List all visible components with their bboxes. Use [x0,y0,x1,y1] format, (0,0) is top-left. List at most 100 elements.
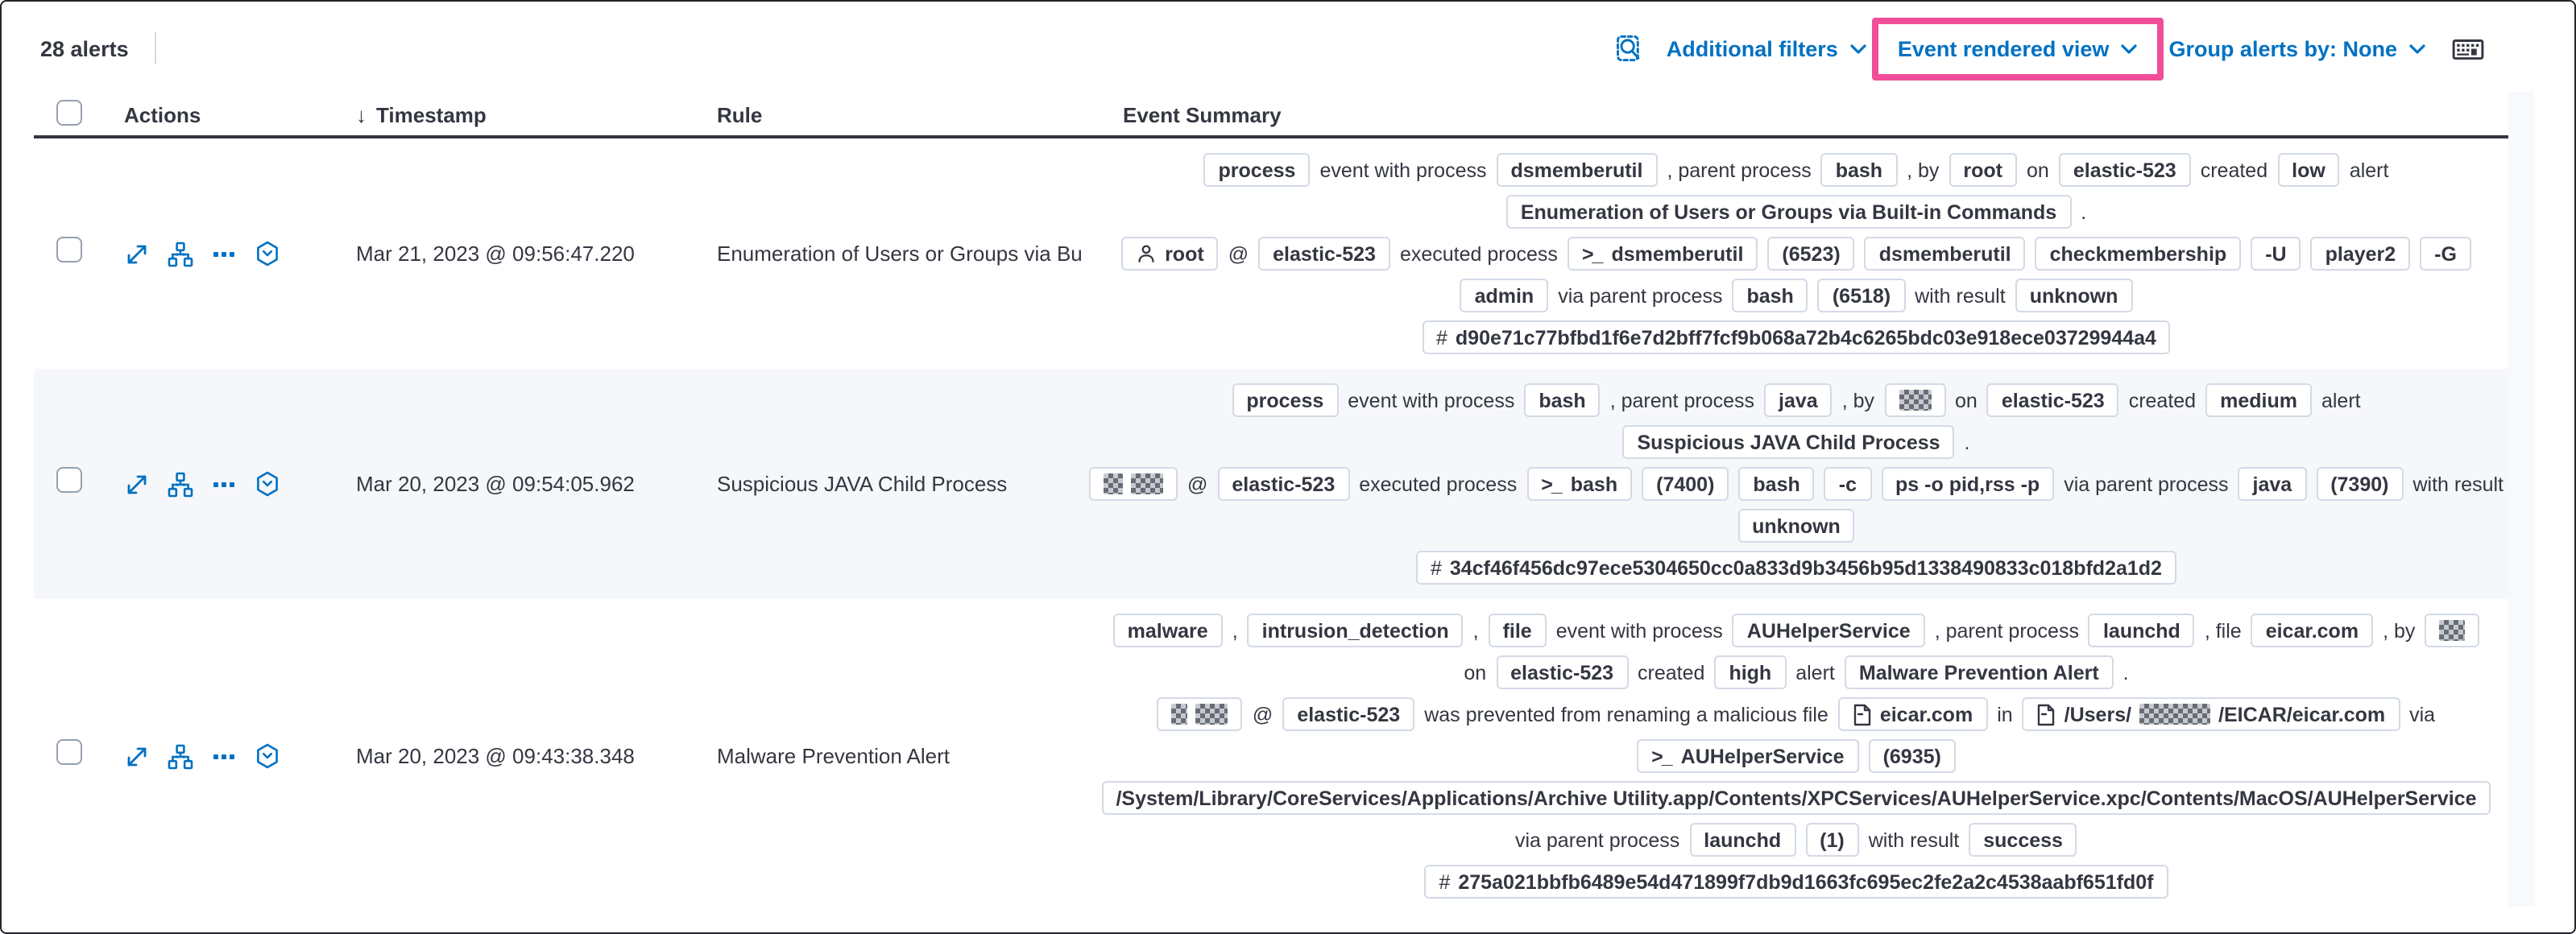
event-field-badge[interactable]: AUHelperService [1732,614,1925,647]
event-field-badge[interactable]: eicar.com [1837,697,1988,731]
open-session-view-button[interactable] [255,240,280,267]
event-field-badge[interactable]: eicar.com [2251,614,2374,647]
alert-timestamp: Mar 21, 2023 @ 09:56:47.220 [356,242,635,266]
event-field-badge[interactable]: #34cf46f456dc97ece5304650cc0a833d9b3456b… [1416,551,2176,585]
event-field-badge[interactable] [1884,383,1945,417]
column-header-timestamp[interactable]: ↓Timestamp [356,103,487,127]
event-field-badge[interactable]: root [1949,153,2018,187]
summary-line: #d90e71c77bfbd1f6e7d2bff7fcf9b068a72b4c6… [1422,320,2171,354]
event-field-badge[interactable]: (6935) [1868,739,1956,773]
event-field-badge[interactable]: bash [1820,153,1898,187]
event-field-badge[interactable]: success [1969,823,2077,857]
column-header-event-summary: Event Summary [1123,103,1282,127]
event-field-badge[interactable]: Malware Prevention Alert [1844,655,2114,689]
open-session-view-button[interactable] [255,470,280,498]
event-field-badge[interactable]: Enumeration of Users or Groups via Built… [1505,195,2072,229]
event-field-badge[interactable] [1157,697,1243,731]
analyze-event-button[interactable] [168,743,193,769]
event-field-badge[interactable]: bash [1738,467,1815,501]
open-session-view-button[interactable] [255,742,280,770]
row-checkbox[interactable] [56,467,82,493]
event-field-badge[interactable]: high [1714,655,1787,689]
event-field-badge[interactable] [1088,467,1178,501]
redacted-value [2439,620,2466,641]
event-field-badge[interactable]: Suspicious JAVA Child Process [1622,425,1955,459]
event-field-badge[interactable]: file [1488,614,1547,647]
event-field-badge[interactable]: java [1764,383,1833,417]
event-field-badge[interactable]: dsmemberutil [1864,237,2026,271]
event-field-badge[interactable]: intrusion_detection [1247,614,1464,647]
event-field-badge[interactable]: elastic-523 [1986,383,2119,417]
summary-text: with result [1868,829,1960,851]
event-field-badge[interactable]: unknown [2015,279,2133,312]
event-field-badge[interactable]: process [1203,153,1311,187]
event-field-badge[interactable]: (7390) [2316,467,2404,501]
event-field-badge[interactable]: -c [1824,467,1872,501]
event-field-badge[interactable]: admin [1460,279,1549,312]
vertical-scrollbar[interactable] [2508,92,2534,907]
summary-text: via parent process [2064,473,2229,495]
event-field-badge[interactable]: (1) [1805,823,1859,857]
event-field-badge[interactable]: malware [1112,614,1223,647]
event-field-badge[interactable]: process [1232,383,1339,417]
event-field-badge[interactable]: elastic-523 [1258,237,1390,271]
event-field-badge[interactable]: bash [1524,383,1601,417]
event-field-badge[interactable]: >_AUHelperService [1637,739,1859,773]
expand-alert-button[interactable] [124,743,150,769]
redacted-value [1899,390,1931,411]
event-field-badge[interactable]: elastic-523 [1282,697,1415,731]
event-field-badge[interactable]: -G [2420,237,2471,271]
event-field-badge[interactable]: launchd [2088,614,2195,647]
summary-text: . [2123,661,2129,684]
event-field-badge[interactable]: java [2238,467,2307,501]
event-field-badge[interactable]: ps -o pid,rss -p [1881,467,2055,501]
view-selector-highlight: Event rendered view [1871,17,2164,80]
event-field-badge[interactable]: launchd [1689,823,1796,857]
row-checkbox[interactable] [56,739,82,765]
event-field-badge[interactable]: #275a021bbfb6489e54d471899f7db9d1663fc69… [1424,865,2168,899]
more-actions-button[interactable] [211,241,237,267]
event-field-badge[interactable]: /System/Library/CoreServices/Application… [1101,781,2491,815]
expand-alert-button[interactable] [124,471,150,497]
toolbar-divider [154,32,156,64]
event-field-badge[interactable]: medium [2205,383,2312,417]
event-field-badge[interactable]: >_bash [1526,467,1633,501]
additional-filters-dropdown[interactable]: Additional filters [1667,36,1867,60]
event-field-badge[interactable]: unknown [1737,509,1855,543]
event-field-badge[interactable]: low [2277,153,2340,187]
summary-text: via [2409,703,2436,725]
expand-alert-button[interactable] [124,241,150,267]
inspect-icon[interactable] [1615,34,1644,63]
event-field-badge[interactable]: elastic-523 [1496,655,1629,689]
group-alerts-by-dropdown[interactable]: Group alerts by: None [2168,36,2426,60]
summary-text: created [2200,159,2268,181]
event-rendered-view-dropdown[interactable]: Event rendered view [1898,36,2139,60]
keyboard-shortcuts-icon[interactable] [2452,35,2484,62]
event-field-badge[interactable]: >_dsmemberutil [1567,237,1758,271]
event-field-badge[interactable]: (7400) [1642,467,1729,501]
more-actions-button[interactable] [211,743,237,769]
more-actions-button[interactable] [211,471,237,497]
analyze-event-button[interactable] [168,471,193,497]
event-field-badge[interactable]: (6518) [1817,279,1906,312]
column-header-rule[interactable]: Rule [717,103,763,127]
event-field-badge[interactable]: -U [2251,237,2301,271]
event-field-badge[interactable]: dsmemberutil [1496,153,1658,187]
row-checkbox[interactable] [56,237,82,262]
event-field-badge[interactable]: (6523) [1767,237,1855,271]
event-field-badge[interactable]: #d90e71c77bfbd1f6e7d2bff7fcf9b068a72b4c6… [1422,320,2171,354]
event-field-badge[interactable]: elastic-523 [2058,153,2191,187]
event-field-badge[interactable]: bash [1732,279,1808,312]
event-field-badge[interactable]: elastic-523 [1217,467,1350,501]
event-field-badge[interactable]: root [1121,237,1219,271]
event-field-badge[interactable]: /Users//EICAR/eicar.com [2022,697,2400,731]
event-field-badge[interactable]: checkmembership [2035,237,2242,271]
event-field-badge[interactable] [2425,614,2480,647]
event-field-badge[interactable]: player2 [2310,237,2411,271]
more-actions-icon [211,471,237,497]
analyze-event-button[interactable] [168,241,193,267]
select-all-checkbox[interactable] [56,100,82,126]
redacted-value [1171,704,1188,725]
